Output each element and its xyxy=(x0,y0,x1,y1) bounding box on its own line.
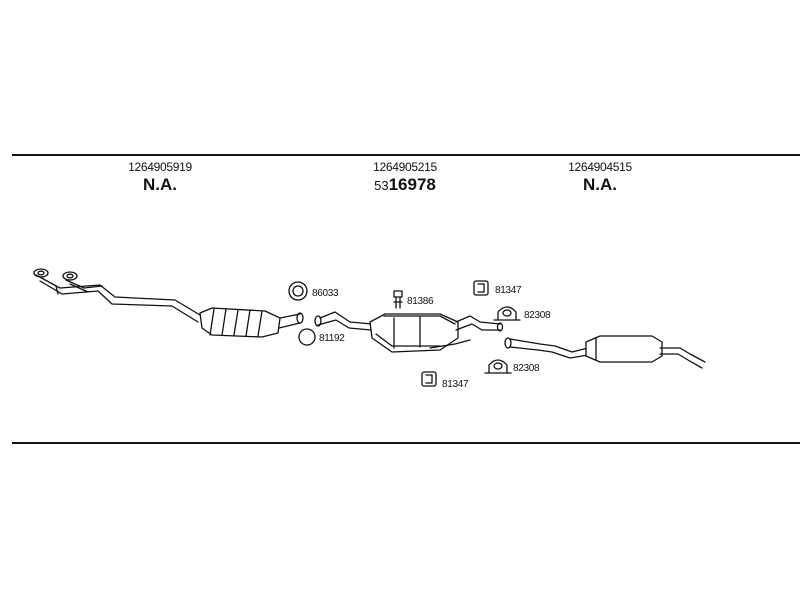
status-prefix: 53 xyxy=(374,178,389,193)
column-header-front: 1264905919 N.A. xyxy=(80,160,240,195)
hardware-label-gasket-ring: 81192 xyxy=(319,333,345,344)
rear-silencer-icon xyxy=(504,335,706,369)
front-pipe-icon xyxy=(33,268,201,323)
bolt-icon xyxy=(393,290,403,309)
column-header-rear: 1264904515 N.A. xyxy=(520,160,680,195)
front-silencer-icon xyxy=(199,307,304,338)
clamp-ring-icon xyxy=(288,281,308,301)
part-status: N.A. xyxy=(583,175,617,194)
part-number: 1264905919 xyxy=(128,160,192,174)
hardware-label-hanger-bottom: 81347 xyxy=(442,379,469,390)
hardware-label-bolt: 81386 xyxy=(407,296,434,307)
part-status: N.A. xyxy=(143,175,177,194)
hardware-label-u-clamp-top: 82308 xyxy=(524,310,551,321)
rubber-hanger-icon xyxy=(421,371,437,387)
middle-silencer-icon xyxy=(314,311,504,353)
gasket-ring-icon xyxy=(298,328,316,346)
part-number: 1264904515 xyxy=(568,160,632,174)
column-header-middle: 1264905215 5316978 xyxy=(325,160,485,195)
part-number: 1264905215 xyxy=(373,160,437,174)
top-divider xyxy=(12,154,800,156)
hardware-label-hanger-top: 81347 xyxy=(495,285,522,296)
u-clamp-icon xyxy=(484,359,512,374)
hardware-label-clamp-ring: 86033 xyxy=(312,288,339,299)
bottom-divider xyxy=(12,442,800,444)
hardware-label-u-clamp-bottom: 82308 xyxy=(513,363,540,374)
part-status: 5316978 xyxy=(325,175,485,195)
u-clamp-icon xyxy=(493,306,521,321)
rubber-hanger-icon xyxy=(473,280,489,296)
status-value: 16978 xyxy=(388,175,436,194)
